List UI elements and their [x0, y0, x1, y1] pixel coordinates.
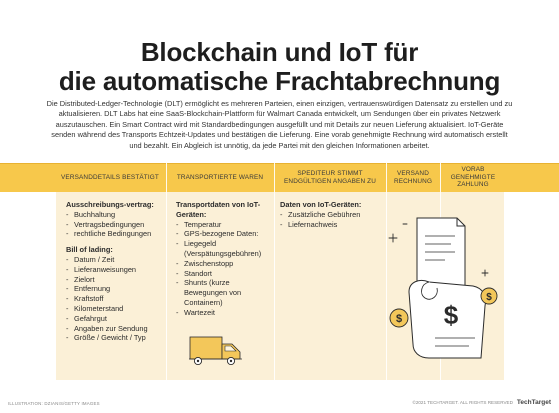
list-item: Größe / Gewicht / Typ — [66, 333, 164, 343]
iot-data-list: Zusätzliche Gebühren Liefernachweis — [280, 210, 384, 230]
documents-dollar-icon: $ $ $ — [388, 217, 498, 359]
list-item: Gefahrgut — [66, 314, 164, 324]
list-item: Zielort — [66, 275, 164, 285]
header-band — [0, 163, 559, 192]
techtarget-logo: TechTarget — [516, 399, 551, 406]
list-item: Zusätzliche Gebühren — [280, 210, 384, 220]
list-item: GPS-bezogene Daten: — [176, 229, 274, 239]
list-item: Temperatur — [176, 220, 274, 230]
bill-of-lading-list: Datum / Zeit Lieferanweisungen Zielort E… — [66, 255, 164, 343]
list-item: Kilometerstand — [66, 304, 164, 314]
column-shipment-details: Ausschreibungs-vertrag: Buchhaltung Vert… — [66, 200, 164, 343]
list-item: Shunts (kurze Bewegungen von Containern) — [176, 278, 274, 307]
truck-icon — [189, 336, 242, 366]
column-header-invoice: Versand Rechnung — [393, 169, 433, 185]
column-header-transported-goods: Transportierte Waren — [176, 173, 264, 181]
column-header-shipment-details: Versanddetails bestätigt — [61, 173, 159, 181]
list-item: Buchhaltung — [66, 210, 164, 220]
list-item: rechtliche Bedingungen — [66, 229, 164, 239]
list-item: Wartezeit — [176, 308, 274, 318]
list-item: Angaben zur Sendung — [66, 324, 164, 334]
page-title: Blockchain und IoT für die automatische … — [0, 38, 559, 96]
list-item: Kraftstoff — [66, 294, 164, 304]
list-item: Zwischenstopp — [176, 259, 274, 269]
list-item: Vertragsbedingungen — [66, 220, 164, 230]
list-item: Datum / Zeit — [66, 255, 164, 265]
svg-text:$: $ — [486, 292, 492, 303]
list-item: Standort — [176, 269, 274, 279]
tender-contract-label: Ausschreibungs-vertrag: — [66, 200, 154, 209]
column-divider — [166, 163, 167, 380]
copyright-text: ©2021 TechTarget. All rights reserved — [412, 400, 513, 405]
column-carrier-agrees: Daten von IoT-Geräten: Zusätzliche Gebüh… — [280, 200, 384, 229]
bill-of-lading-label: Bill of lading: — [66, 245, 113, 255]
title-line-2: die automatische Frachtabrechnung — [58, 66, 501, 96]
title-line-1: Blockchain und IoT für — [140, 37, 419, 67]
column-header-carrier-agrees: Spediteur stimmt endgültigen Angaben zu — [284, 169, 376, 185]
iot-data-label: Daten von IoT-Geräten: — [280, 200, 362, 209]
intro-paragraph: Die Distributed-Ledger-Technologie (DLT)… — [46, 99, 513, 150]
list-item: Lieferanweisungen — [66, 265, 164, 275]
tender-contract-list: Buchhaltung Vertragsbedingungen rechtlic… — [66, 210, 164, 239]
column-transported-goods: Transportdaten von IoT-Geräten: Temperat… — [176, 200, 274, 318]
svg-text:$: $ — [444, 300, 459, 330]
column-divider — [386, 163, 387, 380]
svg-text:$: $ — [396, 313, 402, 325]
copyright-notice: ©2021 TechTarget. All rights reserved Te… — [412, 399, 551, 406]
column-header-payment: Vorab genehmigte Zahlung — [450, 166, 496, 189]
list-item: Entfernung — [66, 284, 164, 294]
list-item: Liegegeld (Verspätungsgebühren) — [176, 239, 274, 259]
list-item: Liefernachweis — [280, 220, 384, 230]
illustration-credit: Illustration: Dzianis/Getty Images — [8, 401, 100, 406]
iot-transport-list: Temperatur GPS-bezogene Daten: Liegegeld… — [176, 220, 274, 318]
iot-transport-label: Transportdaten von IoT-Geräten: — [176, 200, 261, 219]
column-divider — [274, 163, 275, 380]
